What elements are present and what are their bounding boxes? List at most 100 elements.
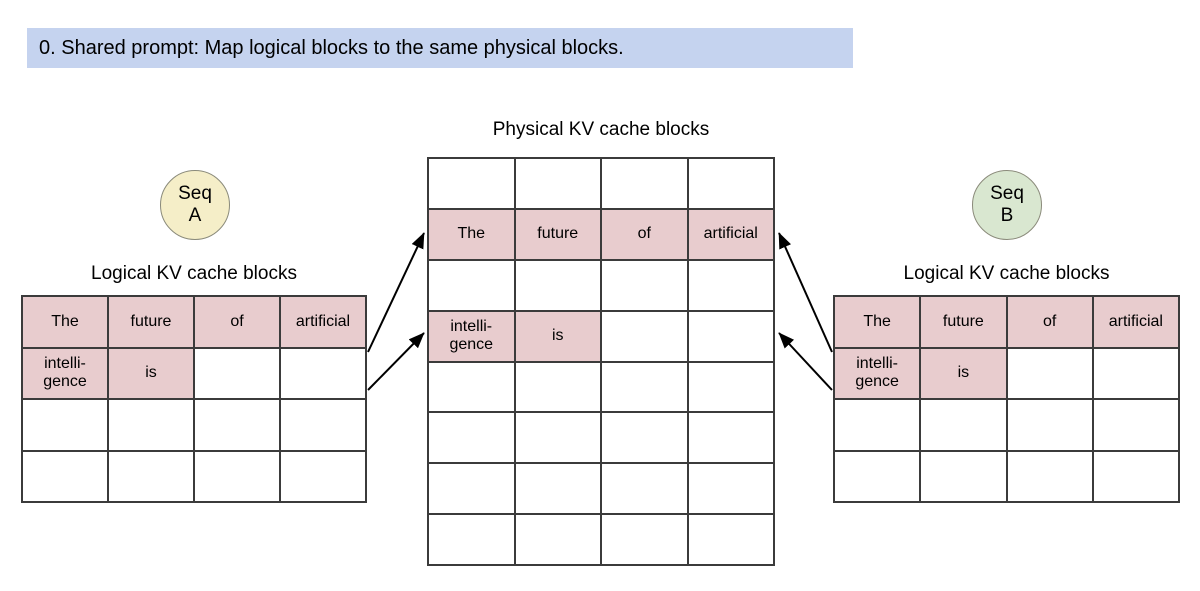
left-cell-r2-c2: is xyxy=(109,348,195,400)
left-table-caption: Logical KV cache blocks xyxy=(91,263,297,284)
right-cell-r3-c4 xyxy=(1093,400,1180,452)
physical-cell-r8-c3 xyxy=(602,515,689,566)
physical-cell-text: intelli- gence xyxy=(449,318,494,354)
physical-cell-r5-c2 xyxy=(515,362,602,414)
left-cell-text: of xyxy=(230,312,244,330)
right-cell-text: future xyxy=(942,312,984,330)
physical-cell-r4-c3 xyxy=(602,311,689,363)
physical-cell-r2-c4: artificial xyxy=(688,209,775,261)
physical-cell-r7-c4 xyxy=(688,464,775,516)
right-cell-text: The xyxy=(863,312,891,330)
right-logical-blocks-table: The future of artificial intelli- gence is xyxy=(833,295,1180,503)
physical-cell-r2-c2: future xyxy=(515,209,602,261)
left-cell-text: future xyxy=(130,312,172,330)
seq-a-node: Seq A xyxy=(160,170,230,240)
physical-cell-r4-c4 xyxy=(688,311,775,363)
arrow-left-row1-to-physical xyxy=(367,232,425,353)
right-cell-r1-c3: of xyxy=(1007,297,1094,349)
physical-cell-r7-c2 xyxy=(515,464,602,516)
physical-cell-r4-c2: is xyxy=(515,311,602,363)
left-cell-r1-c3: of xyxy=(195,297,281,349)
left-cell-text: artificial xyxy=(295,312,351,330)
physical-cell-r1-c1 xyxy=(429,159,516,210)
left-cell-r2-c1: intelli- gence xyxy=(23,348,109,400)
physical-cell-r6-c3 xyxy=(602,413,689,465)
right-cell-r2-c4 xyxy=(1093,348,1180,400)
physical-cell-r7-c1 xyxy=(429,464,516,516)
left-cell-r4-c4 xyxy=(281,451,367,503)
left-cell-r1-c4: artificial xyxy=(281,297,367,349)
right-cell-r4-c3 xyxy=(1007,451,1094,503)
prompt-banner-text: 0. Shared prompt: Map logical blocks to … xyxy=(39,37,624,59)
seq-b-label-line1: Seq xyxy=(990,182,1024,204)
physical-cell-text: artificial xyxy=(703,225,758,243)
right-cell-text: intelli- gence xyxy=(855,355,899,391)
physical-cell-r3-c3 xyxy=(602,260,689,312)
physical-cell-text: of xyxy=(637,225,651,243)
right-cell-r3-c1 xyxy=(835,400,922,452)
physical-cell-r4-c1: intelli- gence xyxy=(429,311,516,363)
physical-cell-r3-c1 xyxy=(429,260,516,312)
right-cell-r4-c4 xyxy=(1093,451,1180,503)
left-cell-r4-c3 xyxy=(195,451,281,503)
physical-cell-r1-c4 xyxy=(688,159,775,210)
left-cell-r2-c3 xyxy=(195,348,281,400)
physical-cell-r6-c2 xyxy=(515,413,602,465)
seq-a-label-line2: A xyxy=(188,205,202,226)
physical-cell-r5-c3 xyxy=(602,362,689,414)
seq-b-label-line2: B xyxy=(1000,205,1014,226)
physical-table-caption: Physical KV cache blocks xyxy=(492,119,710,140)
left-cell-r1-c2: future xyxy=(109,297,195,349)
prompt-banner: 0. Shared prompt: Map logical blocks to … xyxy=(27,28,853,68)
physical-cell-r5-c4 xyxy=(688,362,775,414)
left-cell-r1-c1: The xyxy=(23,297,109,349)
physical-cell-r6-c4 xyxy=(688,413,775,465)
left-cell-r3-c3 xyxy=(195,400,281,452)
physical-cell-r8-c4 xyxy=(688,515,775,566)
seq-a-label-line1: Seq xyxy=(178,182,212,204)
right-cell-r1-c4: artificial xyxy=(1093,297,1180,349)
physical-blocks-table: The future of artificial intelli- gence is xyxy=(427,157,775,566)
physical-cell-r1-c2 xyxy=(515,159,602,210)
physical-cell-r3-c2 xyxy=(515,260,602,312)
physical-cell-r5-c1 xyxy=(429,362,516,414)
right-cell-r1-c1: The xyxy=(835,297,922,349)
right-cell-text: artificial xyxy=(1108,312,1163,330)
arrow-right-row1-to-physical xyxy=(778,232,833,353)
right-cell-r2-c2: is xyxy=(921,348,1008,400)
right-cell-r4-c1 xyxy=(835,451,922,503)
physical-cell-r6-c1 xyxy=(429,413,516,465)
physical-cell-r1-c3 xyxy=(602,159,689,210)
left-cell-text: is xyxy=(145,364,157,382)
left-cell-r2-c4 xyxy=(281,348,367,400)
physical-cell-text: future xyxy=(537,225,579,243)
right-cell-text: of xyxy=(1042,312,1057,330)
right-cell-r3-c3 xyxy=(1007,400,1094,452)
physical-cell-text: The xyxy=(457,225,486,243)
left-cell-text: intelli- gence xyxy=(43,355,87,391)
physical-cell-r2-c1: The xyxy=(429,209,516,261)
right-cell-r3-c2 xyxy=(921,400,1008,452)
physical-cell-r8-c1 xyxy=(429,515,516,566)
physical-cell-r2-c3: of xyxy=(602,209,689,261)
physical-cell-r3-c4 xyxy=(688,260,775,312)
seq-b-node: Seq B xyxy=(972,170,1042,240)
left-logical-blocks-table: The future of artificial intelli- gence is xyxy=(21,295,367,503)
right-cell-r2-c1: intelli- gence xyxy=(835,348,922,400)
left-cell-r3-c1 xyxy=(23,400,109,452)
left-cell-r3-c4 xyxy=(281,400,367,452)
physical-cell-r8-c2 xyxy=(515,515,602,566)
left-cell-r4-c2 xyxy=(109,451,195,503)
left-cell-text: The xyxy=(51,312,79,330)
physical-cell-text: is xyxy=(551,327,564,345)
right-cell-text: is xyxy=(957,364,970,382)
arrow-right-row2-to-physical xyxy=(778,332,833,391)
right-cell-r2-c3 xyxy=(1007,348,1094,400)
physical-cell-r7-c3 xyxy=(602,464,689,516)
right-cell-r4-c2 xyxy=(921,451,1008,503)
right-cell-r1-c2: future xyxy=(921,297,1008,349)
right-table-caption: Logical KV cache blocks xyxy=(903,263,1110,284)
arrow-left-row2-to-physical xyxy=(367,332,425,391)
left-cell-r3-c2 xyxy=(109,400,195,452)
left-cell-r4-c1 xyxy=(23,451,109,503)
